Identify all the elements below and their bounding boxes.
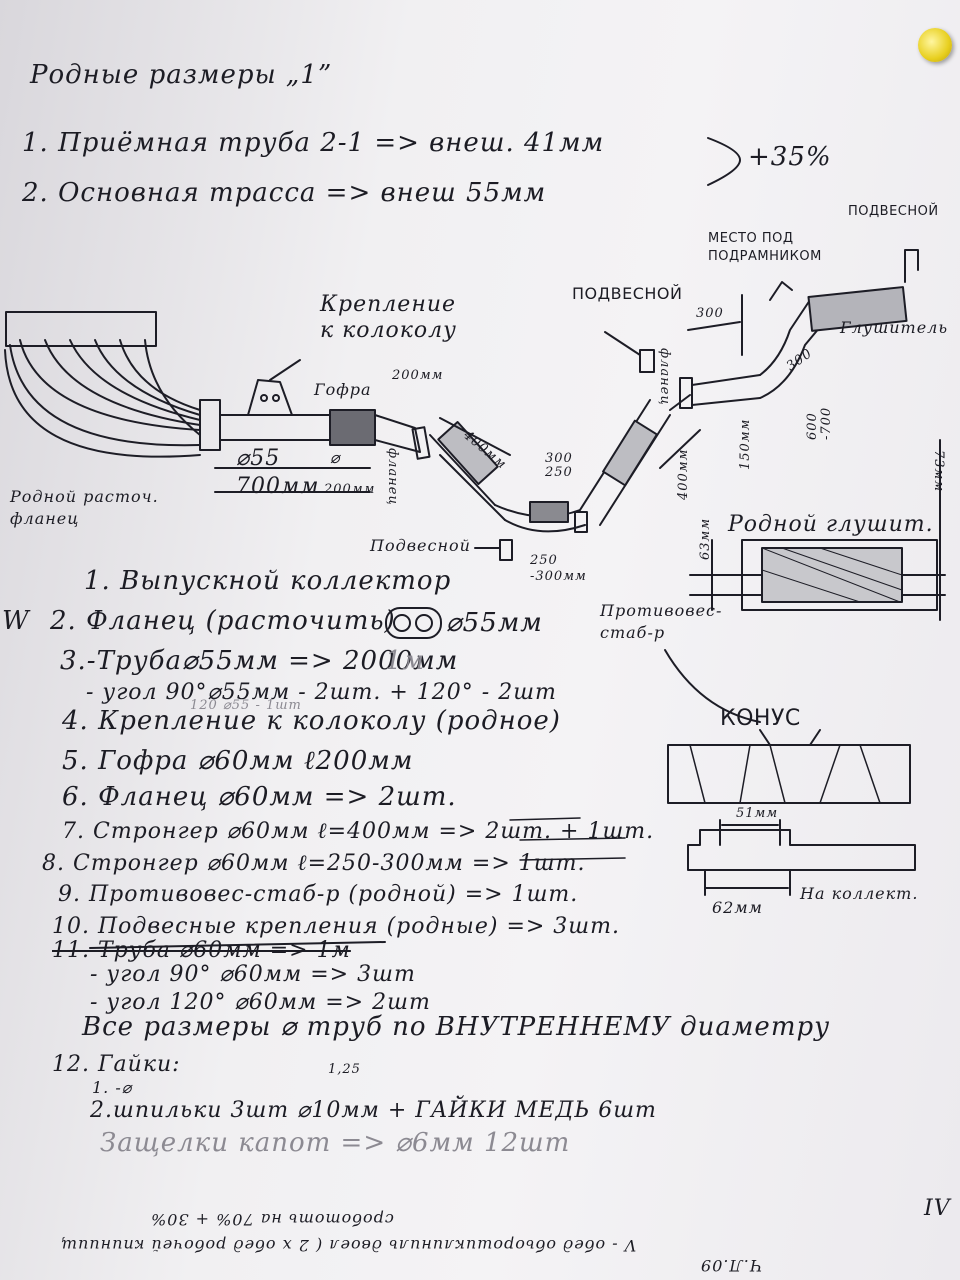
label-len300-250: 300 250 [545,451,573,480]
label-hanger-right: ПОДВЕСНОЙ [848,204,939,219]
part-12-exp: 1,25 [328,1062,361,1077]
part-3b-note: 120 ⌀55 - 1шт [190,698,302,713]
part-3-note: 1м [385,646,426,676]
footer-upside-1: V - обед обьорошиклиниль двоел ( 2 х обе… [60,1236,637,1255]
label-len200b: 200мм [392,368,444,383]
part-1: 1. Выпускной коллектор [84,566,452,596]
label-native-flange: Родной расточ. фланец [10,487,159,528]
footer-upside-2: сробототь на 70% + 30% [150,1210,394,1229]
label-hanger-top: ПОДВЕСНОЙ [572,284,683,303]
cone-dim62: 62мм [712,898,763,917]
left-margin-mark: W [2,606,30,636]
label-d55: ⌀55 [236,446,281,471]
header-line-1: 1. Приёмная труба 2-1 => внеш. 41мм [22,128,605,158]
brace-stroke [707,137,741,186]
cone-to-collector: На коллект. [800,884,919,903]
header-line-2: 2. Основная трасса => внеш 55мм [22,178,547,208]
all-sizes-note: Все размеры ⌀ труб по ВНУТРЕННЕМУ диамет… [82,1012,831,1042]
part-3: 3.-Труба⌀55мм => 2000мм [60,646,459,676]
part-6: 6. Фланец ⌀60мм => 2шт. [62,782,457,812]
part-12a: 1. -⌀ [92,1078,133,1097]
label-len600-700: 600 -700 [805,406,834,440]
label-muffler: Глушитель [840,318,949,337]
cone-dim51: 51мм [736,806,779,821]
label-flange-top: фланец [657,348,672,406]
flange-left-drawing [199,399,221,451]
label-bellows: Гофра [314,380,372,399]
manifold-drawing [4,311,201,458]
label-counterweight: Противовес- стаб-р [600,601,723,642]
cone-drawing [667,729,911,804]
part-7: 7. Стронгер ⌀60мм ℓ=400мм => 2шт. + 1шт. [62,819,655,844]
part-5: 5. Гофра ⌀60мм ℓ200мм [62,746,414,776]
label-subframe: МЕСТО ПОД ПОДРАМНИКОМ [708,231,822,264]
part-4: 4. Крепление к колоколу (родное) [62,706,561,736]
label-dim63: 63мм [698,517,713,560]
label-len700: 700мм [236,474,320,499]
part-3b: - угол 90°⌀55мм - 2шт. + 120° - 2шт [86,680,557,705]
part-12: 12. Гайки: [52,1052,181,1077]
native-muffler-drawing [689,439,946,621]
adapter-drawing [687,819,916,896]
latches-note: Защелки капот => ⌀6мм 12шт [100,1128,571,1158]
page-title: Родные размеры „1” [30,60,333,90]
margin-right-mark: IV [924,1196,951,1221]
flange-oval-icon [385,607,442,639]
part-8: 8. Стронгер ⌀60мм ℓ=250-300мм => 1шт. [42,851,586,876]
part-12b: 2.шпильки 3шт ⌀10мм + ГАЙКИ МЕДЬ 6шт [90,1098,657,1123]
push-pin-icon [918,28,952,62]
label-phi: ⌀ [330,448,341,467]
label-len150: 150мм [738,418,753,470]
part-10: 10. Подвесные крепления (родные) => 3шт. [52,914,620,939]
part-2-size: ⌀55мм [446,608,543,638]
label-native-muffler: Родной глушит. [728,512,934,537]
label-mount-bell: Крепление к колоколу [320,292,457,343]
label-flange-mid: фланец [385,448,400,506]
label-len400b: 400мм [676,448,691,500]
part-9: 9. Противовес-стаб-р (родной) => 1шт. [58,882,579,907]
bellows-drawing [329,409,376,446]
label-len300a: 300 [696,306,724,321]
part-2: 2. Фланец (расточить) [50,606,396,636]
label-dim73: 73мм [931,450,946,493]
footer-upside-3: Ч.Л.09 [700,1256,763,1275]
cone-title: КОНУС [720,706,801,731]
label-len200a: 200мм [324,482,376,497]
label-len250-300: 250 -300мм [530,553,587,584]
increase-percent: +35% [748,142,832,172]
label-hanger-left: Подвесной [370,536,471,555]
part-11: 11. Труба ⌀60мм => 1м [52,938,351,963]
part-11c: - угол 120° ⌀60мм => 2шт [90,990,431,1015]
part-11b: - угол 90° ⌀60мм => 3шт [90,962,416,987]
